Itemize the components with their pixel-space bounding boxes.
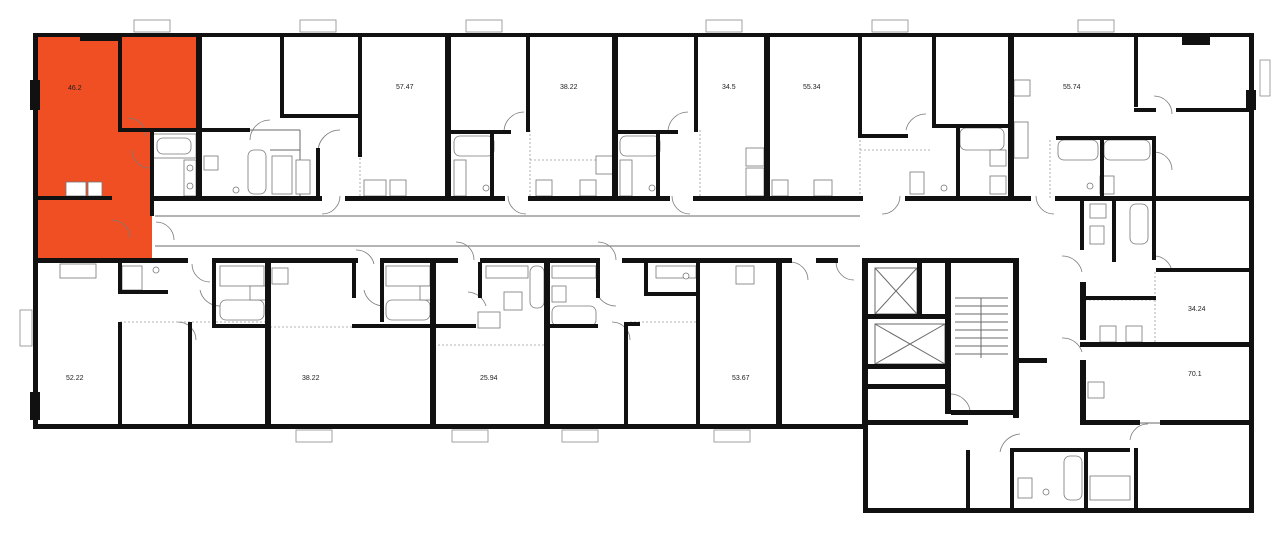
stair-core bbox=[874, 267, 1008, 365]
area-label-57-47: 57.47 bbox=[396, 84, 414, 91]
windows bbox=[19, 19, 1271, 443]
apartment-34-5[interactable] bbox=[617, 38, 765, 198]
apartment-52-22[interactable] bbox=[38, 262, 268, 424]
area-label-25-94: 25.94 bbox=[480, 375, 498, 382]
walls bbox=[30, 33, 1256, 513]
apartment-46-2[interactable] bbox=[35, 35, 196, 262]
apartment-53-67[interactable] bbox=[548, 262, 778, 424]
area-label-46-2: 46.2 bbox=[68, 85, 82, 92]
area-label-34-24: 34.24 bbox=[1188, 306, 1206, 313]
apartment-55-34[interactable] bbox=[767, 38, 1010, 198]
apartment-38-22-top[interactable] bbox=[450, 38, 615, 198]
apartment-70-1[interactable] bbox=[1085, 345, 1250, 425]
area-label-70-1: 70.1 bbox=[1188, 371, 1202, 378]
area-label-53-67: 53.67 bbox=[732, 375, 750, 382]
area-label-34-5: 34.5 bbox=[722, 84, 736, 91]
apartment-38-22-bottom[interactable] bbox=[270, 262, 432, 424]
area-label-52-22: 52.22 bbox=[66, 375, 84, 382]
area-label-38-22-bottom: 38.22 bbox=[302, 375, 320, 382]
fixtures bbox=[59, 79, 1151, 501]
apartment-55-74[interactable] bbox=[1012, 38, 1250, 198]
area-label-55-34: 55.34 bbox=[803, 84, 821, 91]
area-labels: 46.2 57.47 38.22 34.5 55.34 55.74 52.22 … bbox=[66, 84, 1206, 382]
area-label-38-22-top: 38.22 bbox=[560, 84, 578, 91]
area-label-55-74: 55.74 bbox=[1063, 84, 1081, 91]
apartment-25-94[interactable] bbox=[434, 262, 546, 424]
